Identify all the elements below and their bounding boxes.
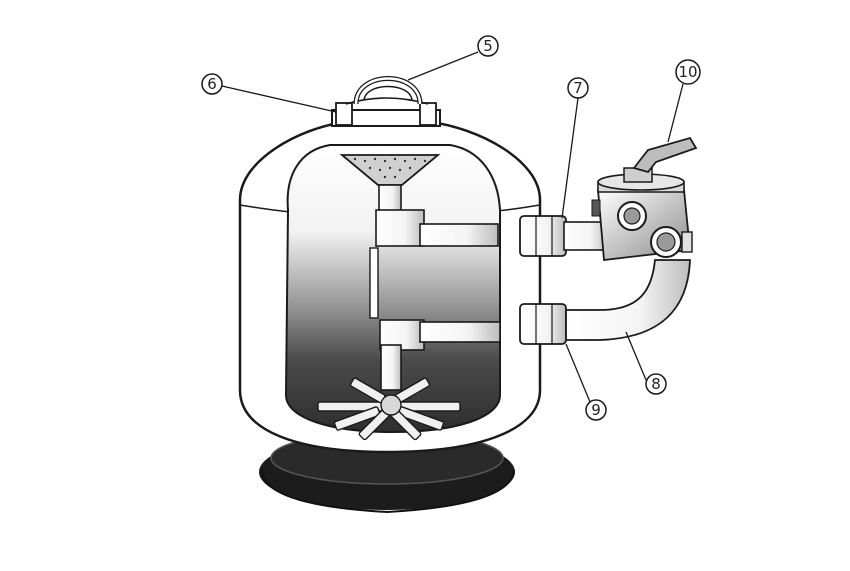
inlet-pipe <box>375 184 499 247</box>
callout-5-label: 5 <box>483 37 493 55</box>
lower-union <box>519 303 567 345</box>
multiport-valve <box>591 167 693 262</box>
callout-10: 10 <box>675 59 701 85</box>
callout-6-label: 6 <box>207 75 217 93</box>
callout-8: 8 <box>645 373 667 395</box>
callout-10-label: 10 <box>678 63 697 81</box>
callout-6: 6 <box>201 73 223 95</box>
callout-7: 7 <box>567 77 589 99</box>
callout-7-label: 7 <box>573 79 583 97</box>
callout-9-label: 9 <box>591 401 601 419</box>
tank-cutaway <box>284 144 501 434</box>
valve-handle <box>632 136 698 174</box>
callout-8-label: 8 <box>651 375 661 393</box>
laterals <box>317 377 461 441</box>
diffuser-funnel <box>339 154 441 186</box>
upper-union <box>519 215 609 257</box>
callout-5: 5 <box>477 35 499 57</box>
standpipe <box>369 247 501 391</box>
filter-lid <box>331 97 441 127</box>
callout-9: 9 <box>585 399 607 421</box>
leader-lines <box>221 51 684 403</box>
connecting-pipe <box>565 259 691 341</box>
lid-handle <box>353 76 423 105</box>
